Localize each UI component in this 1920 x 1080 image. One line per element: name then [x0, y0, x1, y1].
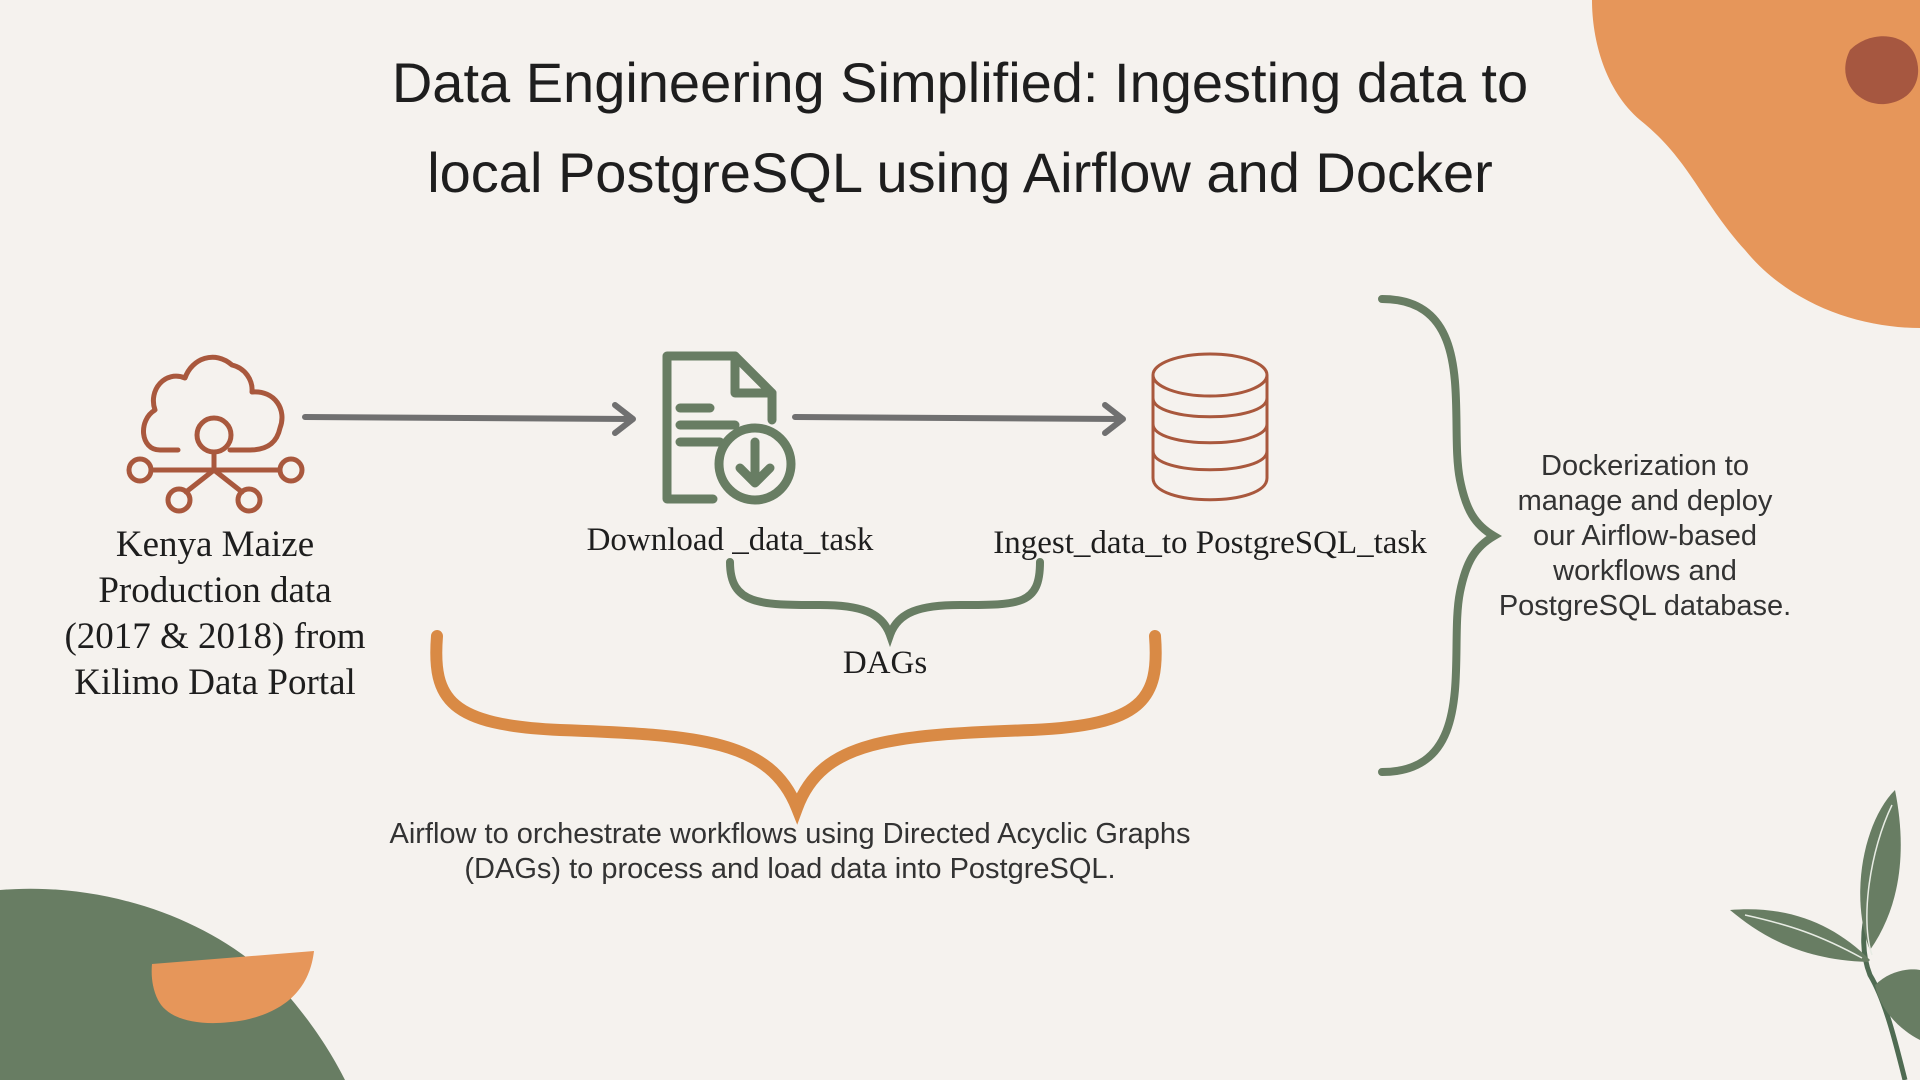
airflow-brace: [430, 630, 1162, 825]
arrow-source-to-download: [302, 402, 636, 436]
top-right-orange-blob: [1592, 0, 1920, 328]
title-line-1: Data Engineering Simplified: Ingesting d…: [391, 51, 1529, 114]
leaf-right: [1875, 969, 1920, 1040]
docker-brace: [1378, 295, 1502, 776]
leaf-top: [1860, 790, 1901, 950]
dark-spot-shape: [1845, 36, 1919, 105]
airflow-line-2: (DAGs) to process and load data into Pos…: [464, 853, 1116, 885]
source-node-label: Kenya Maize Production data (2017 & 2018…: [20, 522, 410, 706]
airflow-description: Airflow to orchestrate workflows using D…: [340, 817, 1240, 887]
docker-line-5: PostgreSQL database.: [1498, 590, 1792, 622]
leaf-left: [1730, 909, 1870, 962]
download-task-label: Download _data_task: [586, 522, 874, 558]
docker-line-3: our Airflow-based: [1532, 520, 1758, 552]
ingest-task-label: Ingest_data_to PostgreSQL_task: [993, 525, 1427, 561]
docker-line-1: Dockerization to: [1541, 450, 1749, 482]
plant-leaves-decoration: [1730, 790, 1920, 1080]
bottom-left-green-blob: [0, 888, 345, 1080]
dags-label: DAGs: [842, 645, 928, 681]
orange-bowl-shape: [151, 951, 314, 1024]
title-line-2: local PostgreSQL using Airflow and Docke…: [427, 141, 1493, 204]
database-icon: [1151, 352, 1269, 502]
arrow-download-to-ingest: [792, 402, 1126, 436]
airflow-line-1: Airflow to orchestrate workflows using D…: [389, 818, 1191, 850]
docker-line-4: workflows and: [1553, 555, 1737, 587]
dags-brace: [726, 558, 1044, 648]
cloud-network-icon: [126, 354, 305, 514]
source-line-2: Production data: [98, 570, 332, 611]
docker-description: Dockerization to manage and deploy our A…: [1485, 449, 1805, 624]
source-line-1: Kenya Maize: [115, 524, 315, 565]
source-line-4: Kilimo Data Portal: [74, 662, 356, 703]
source-line-3: (2017 & 2018) from: [64, 616, 366, 657]
docker-line-2: manage and deploy: [1517, 485, 1773, 517]
page-title: Data Engineering Simplified: Ingesting d…: [260, 38, 1660, 218]
document-download-icon: [662, 351, 796, 505]
